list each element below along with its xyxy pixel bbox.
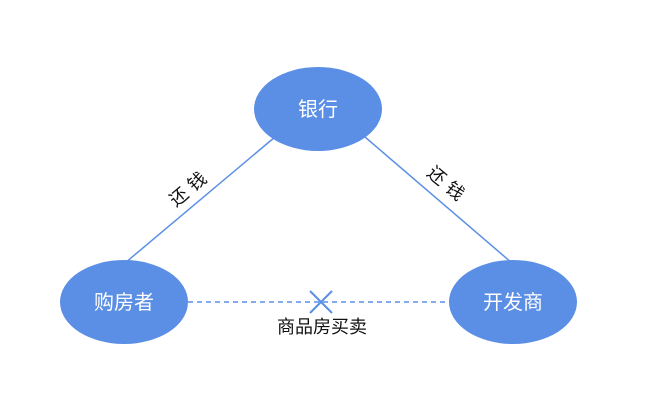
node-buyer-label: 购房者 bbox=[94, 290, 154, 314]
edge-developer-bank-label: 还 钱 bbox=[423, 162, 468, 205]
node-developer: 开发商 bbox=[449, 260, 577, 344]
node-bank-shape bbox=[254, 67, 382, 151]
node-developer-shape bbox=[449, 260, 577, 344]
node-buyer-shape bbox=[60, 260, 188, 344]
edge-buyer-bank-line bbox=[124, 136, 276, 264]
node-developer-label: 开发商 bbox=[483, 290, 543, 314]
x-mark-icon bbox=[309, 290, 333, 314]
node-bank-label: 银行 bbox=[298, 97, 338, 121]
edge-developer-bank-line bbox=[364, 136, 513, 264]
node-bank: 银行 bbox=[254, 67, 382, 151]
edge-buyer-developer-label: 商品房买卖 bbox=[277, 317, 367, 338]
node-buyer: 购房者 bbox=[60, 260, 188, 344]
edge-buyer-bank-label: 还 钱 bbox=[166, 168, 211, 211]
